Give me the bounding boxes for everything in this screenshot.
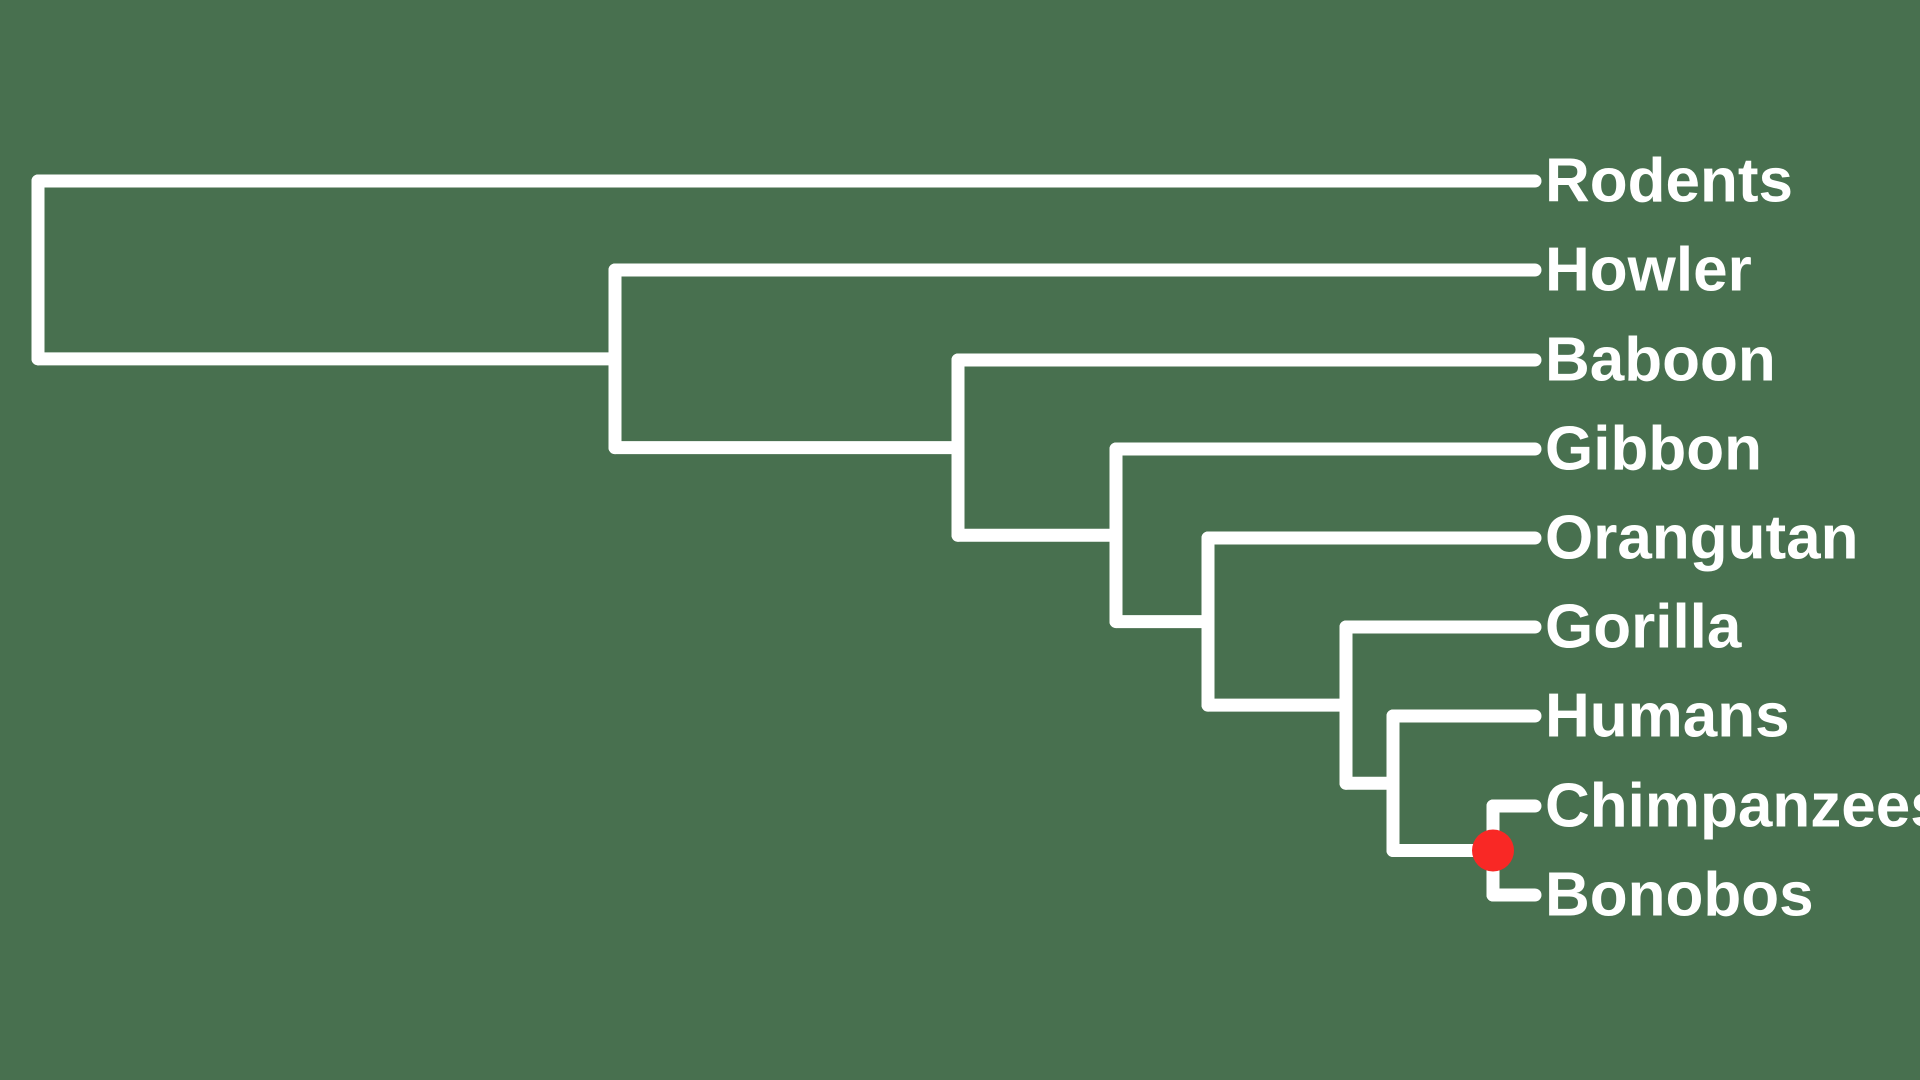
taxon-label-orangutan: Orangutan <box>1545 504 1858 573</box>
taxon-label-humans: Humans <box>1545 682 1790 751</box>
taxon-label-chimpanzees: Chimpanzees <box>1545 772 1920 841</box>
taxon-label-gibbon: Gibbon <box>1545 415 1762 484</box>
tree-branches <box>31 174 1542 902</box>
taxon-label-rodents: Rodents <box>1545 147 1793 216</box>
highlighted-ancestor-node-dot <box>1472 829 1514 872</box>
taxon-label-baboon: Baboon <box>1545 326 1776 395</box>
taxon-label-howler: Howler <box>1545 236 1752 305</box>
taxon-label-bonobos: Bonobos <box>1545 861 1814 930</box>
taxon-label-gorilla: Gorilla <box>1545 593 1742 662</box>
